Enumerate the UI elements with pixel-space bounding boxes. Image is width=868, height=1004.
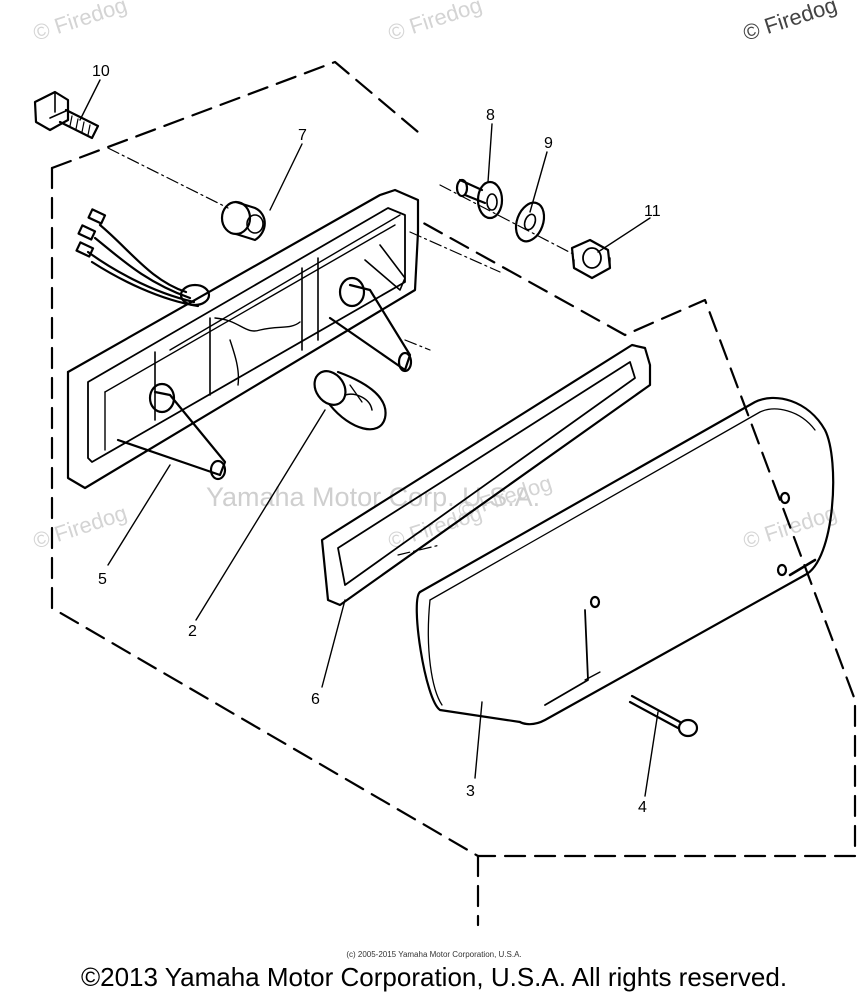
callout-10: 10 [92, 63, 110, 80]
grommet [220, 200, 266, 242]
bulb [313, 370, 387, 431]
leader-lines [79, 79, 659, 797]
screw [628, 694, 699, 738]
small-copyright: (c) 2005-2015 Yamaha Motor Corporation, … [346, 950, 522, 959]
collar [455, 178, 504, 220]
gasket [320, 343, 652, 607]
callout-6: 6 [311, 691, 320, 708]
nut [570, 238, 612, 280]
lens [415, 396, 835, 726]
callout-9: 9 [544, 135, 553, 152]
callout-5: 5 [98, 571, 107, 588]
washer [514, 201, 546, 243]
bolt [33, 90, 100, 140]
main-copyright: ©2013 Yamaha Motor Corporation, U.S.A. A… [80, 962, 788, 992]
callout-4: 4 [638, 799, 647, 816]
assembly-boundary [50, 60, 857, 927]
callout-7: 7 [298, 127, 307, 144]
callout-8: 8 [486, 107, 495, 124]
callout-2: 2 [188, 623, 197, 640]
alignment-lines [107, 147, 576, 556]
lamp-housing [66, 188, 420, 490]
callout-11: 11 [644, 203, 661, 220]
callout-3: 3 [466, 783, 475, 800]
